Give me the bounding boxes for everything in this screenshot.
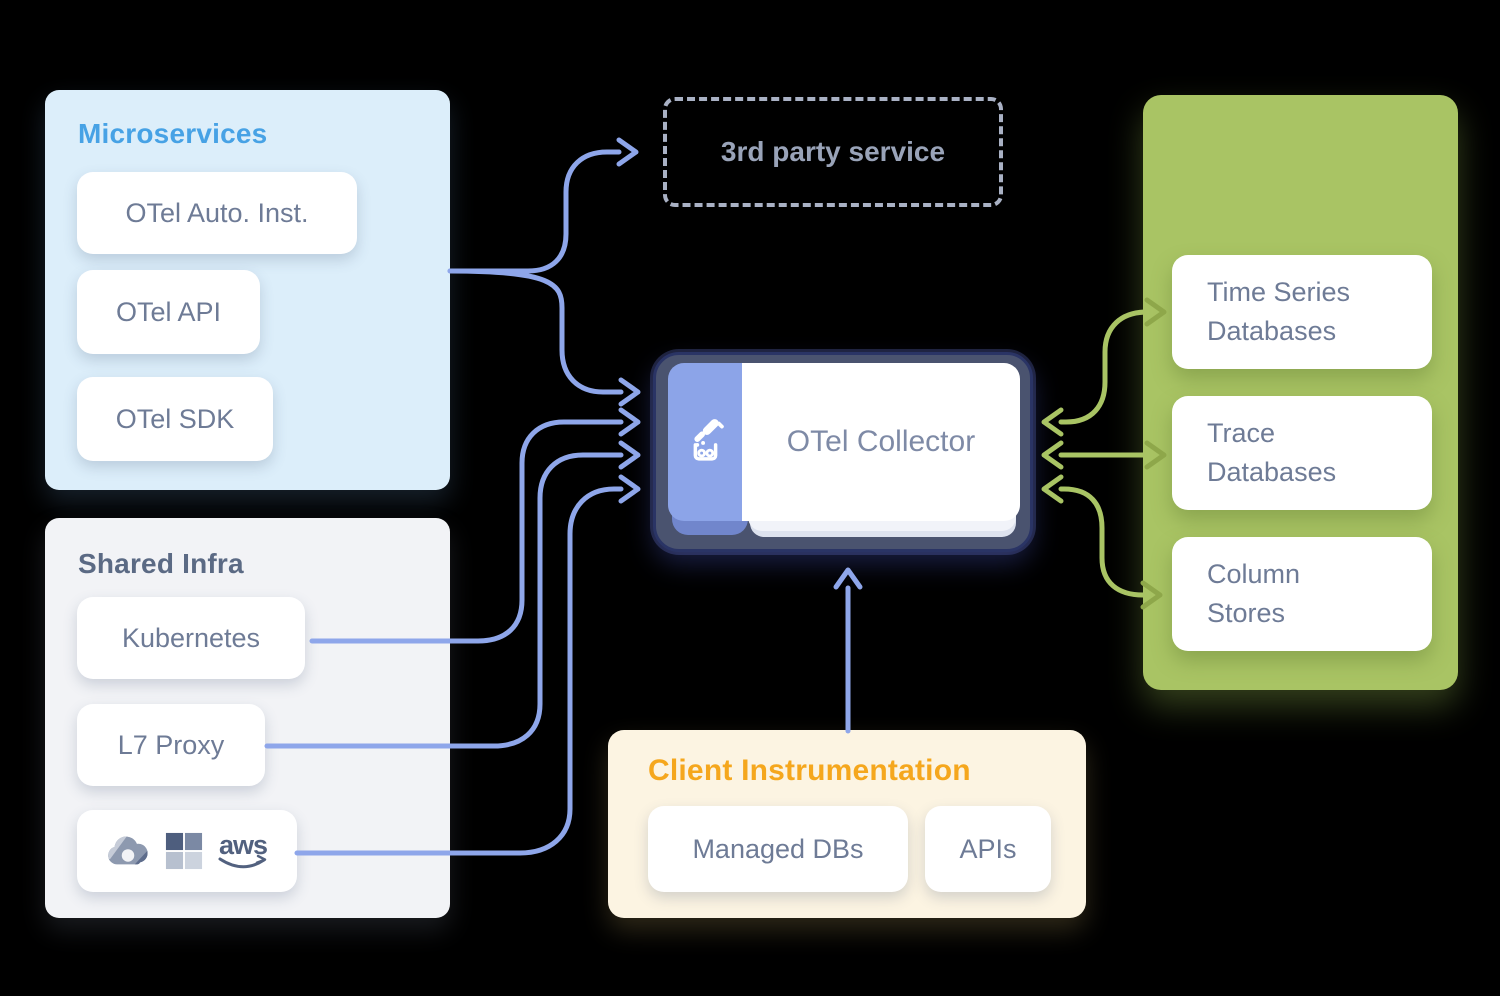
arrow-microservices-to-third-party [447, 149, 622, 274]
collector-label-area: OTel Collector [742, 363, 1020, 521]
arrow-collector-time-series [1058, 309, 1150, 425]
node-column-stores: Column Stores [1172, 537, 1432, 651]
arrowhead [618, 474, 641, 504]
node-apis: APIs [925, 806, 1051, 892]
node-label: Kubernetes [121, 622, 261, 653]
otel-collector-node: OTel Collector [653, 352, 1033, 552]
arrow-microservices-to-collector [447, 268, 624, 395]
arrowhead [1041, 407, 1064, 437]
node-managed-dbs: Managed DBs [648, 806, 908, 892]
arrow-collector-column-stores [1058, 486, 1146, 598]
collector-accent-strip [668, 363, 742, 521]
node-label: OTel Auto. Inst. [125, 197, 309, 228]
otel-collector-icon [693, 419, 724, 461]
third-party-service-node: 3rd party service [663, 97, 1003, 207]
arrowhead [618, 377, 641, 407]
aws-label: aws [219, 830, 267, 860]
node-otel-auto-inst: OTel Auto. Inst. [77, 172, 357, 254]
arrowhead [616, 137, 639, 167]
shared-infra-title: Shared Infra [78, 548, 244, 579]
node-label: 3rd party service [720, 136, 946, 167]
microservices-panel: Microservices OTel Auto. Inst. OTel API … [45, 90, 450, 490]
node-label: APIs [959, 833, 1017, 864]
node-otel-sdk: OTel SDK [77, 377, 273, 461]
client-instrumentation-panel: Client Instrumentation Managed DBs APIs [608, 730, 1086, 918]
node-otel-api: OTel API [77, 270, 260, 354]
microservices-title: Microservices [78, 118, 268, 149]
node-kubernetes: Kubernetes [77, 597, 305, 679]
node-label: Time Series Databases [1207, 276, 1351, 346]
collector-card: OTel Collector [668, 363, 1020, 521]
arrowhead [1041, 440, 1064, 470]
node-cloud-providers: aws [77, 810, 297, 892]
node-label: Column Stores [1207, 558, 1301, 628]
node-label: Managed DBs [692, 833, 864, 864]
arrowhead [618, 440, 641, 470]
microsoft-icon [165, 832, 203, 870]
shared-infra-panel: Shared Infra Kubernetes L7 Proxy [45, 518, 450, 918]
node-time-series-databases: Time Series Databases [1172, 255, 1432, 369]
node-trace-databases: Trace Databases [1172, 396, 1432, 510]
node-label: OTel SDK [115, 403, 235, 434]
client-instrumentation-title: Client Instrumentation [648, 754, 971, 787]
arrowhead [618, 407, 641, 437]
arrowhead [833, 567, 863, 590]
google-cloud-icon [108, 836, 148, 865]
aws-icon: aws [218, 830, 268, 869]
node-label: L7 Proxy [117, 729, 225, 760]
node-label: OTel Collector [786, 425, 976, 458]
arrowhead [1041, 474, 1064, 504]
node-l7-proxy: L7 Proxy [77, 704, 265, 786]
node-label: Trace Databases [1207, 417, 1337, 487]
node-label: OTel API [115, 296, 222, 327]
databases-panel: Time Series Databases Trace Databases Co… [1143, 95, 1458, 690]
